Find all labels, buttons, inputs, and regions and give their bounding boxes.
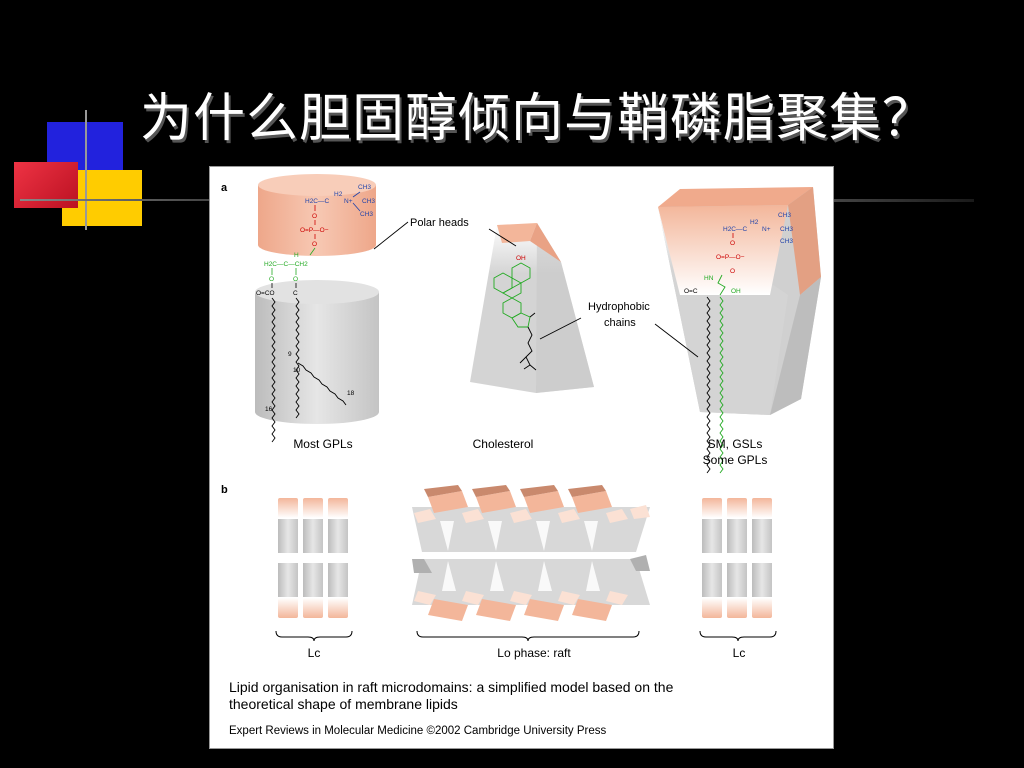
slide-title: 为什么胆固醇倾向与鞘磷脂聚集？ xyxy=(140,89,936,149)
deco-red-square xyxy=(14,162,78,208)
figure-caption-line2: theoretical shape of membrane lipids xyxy=(229,696,458,712)
svg-text:Polar heads: Polar heads xyxy=(410,217,469,229)
lipid-raft-figure: a b CH3 H2 H2C—C N+ CH3 CH3 O O=P—O− O H… xyxy=(209,166,834,749)
svg-text:O=CO: O=CO xyxy=(256,290,275,297)
svg-text:CH3: CH3 xyxy=(360,211,373,218)
svg-text:CH3: CH3 xyxy=(780,226,793,233)
svg-text:O: O xyxy=(730,268,735,275)
svg-text:C: C xyxy=(293,290,298,297)
sm-chemical-structure: CH3 H2 H2C—C N+ CH3 CH3 O O=P—O− O HN O=… xyxy=(684,212,793,474)
panel-b-braces xyxy=(275,630,777,642)
svg-text:CH3: CH3 xyxy=(358,184,371,191)
svg-text:N+: N+ xyxy=(762,226,771,233)
figure-svg: a b CH3 H2 H2C—C N+ CH3 CH3 O O=P—O− O H… xyxy=(221,174,821,737)
panel-b-label: b xyxy=(221,484,228,496)
cholesterol-chemical-structure: OH xyxy=(493,255,537,371)
hydrophobic-chains-callout: Hydrophobic chains xyxy=(539,301,699,358)
svg-text:O: O xyxy=(730,240,735,247)
svg-text:9: 9 xyxy=(288,351,292,358)
svg-text:16: 16 xyxy=(265,406,273,413)
deco-vertical-line xyxy=(85,110,87,230)
svg-text:CH3: CH3 xyxy=(780,238,793,245)
svg-text:CH3: CH3 xyxy=(362,198,375,205)
svg-text:H2C—C—CH2: H2C—C—CH2 xyxy=(264,261,308,268)
svg-text:O: O xyxy=(269,276,274,283)
svg-text:O: O xyxy=(293,276,298,283)
figure-source: Expert Reviews in Molecular Medicine ©20… xyxy=(229,725,607,737)
svg-text:10: 10 xyxy=(293,367,301,374)
svg-text:H2C—C: H2C—C xyxy=(305,198,330,205)
sm-label-line1: SM, GSLs xyxy=(708,437,763,451)
svg-text:N+: N+ xyxy=(344,198,353,205)
gpl-cylinder-shape xyxy=(255,174,379,424)
svg-text:O=P—O−: O=P—O− xyxy=(716,254,745,261)
deco-horizontal-line-right xyxy=(834,199,974,202)
svg-text:O=P—O−: O=P—O− xyxy=(300,227,329,234)
svg-text:OH: OH xyxy=(516,255,526,262)
raft-bilayer xyxy=(412,485,650,621)
svg-text:H2: H2 xyxy=(334,191,343,198)
polar-heads-callout: Polar heads xyxy=(373,217,517,250)
gpl-label: Most GPLs xyxy=(293,437,352,451)
svg-text:O: O xyxy=(312,213,317,220)
cholesterol-wedge-shape xyxy=(470,223,594,393)
svg-text:O=C: O=C xyxy=(684,288,698,295)
lc-left-label: Lc xyxy=(308,646,321,660)
svg-text:HN: HN xyxy=(704,275,714,282)
lo-raft-label: Lo phase: raft xyxy=(497,646,571,660)
svg-text:CH3: CH3 xyxy=(778,212,791,219)
lc-right-label: Lc xyxy=(733,646,746,660)
deco-horizontal-line-left xyxy=(20,199,210,201)
sm-label-line2: Some GPLs xyxy=(703,453,768,467)
gpl-chemical-structure: CH3 H2 H2C—C N+ CH3 CH3 O O=P—O− O H H2C… xyxy=(256,184,375,443)
cholesterol-label: Cholesterol xyxy=(473,437,534,451)
svg-text:18: 18 xyxy=(347,390,355,397)
svg-text:Hydrophobic: Hydrophobic xyxy=(588,301,650,313)
panel-a-label: a xyxy=(221,182,228,194)
svg-text:H2C—C: H2C—C xyxy=(723,226,748,233)
figure-caption-line1: Lipid organisation in raft microdomains:… xyxy=(229,679,674,695)
sm-trapezoid-shape xyxy=(658,187,821,415)
svg-text:H2: H2 xyxy=(750,219,759,226)
svg-text:O: O xyxy=(312,241,317,248)
svg-text:OH: OH xyxy=(731,288,741,295)
lc-left-bilayer xyxy=(278,498,348,618)
lc-right-bilayer xyxy=(702,498,772,618)
svg-text:chains: chains xyxy=(604,317,636,329)
svg-text:H: H xyxy=(294,252,299,259)
